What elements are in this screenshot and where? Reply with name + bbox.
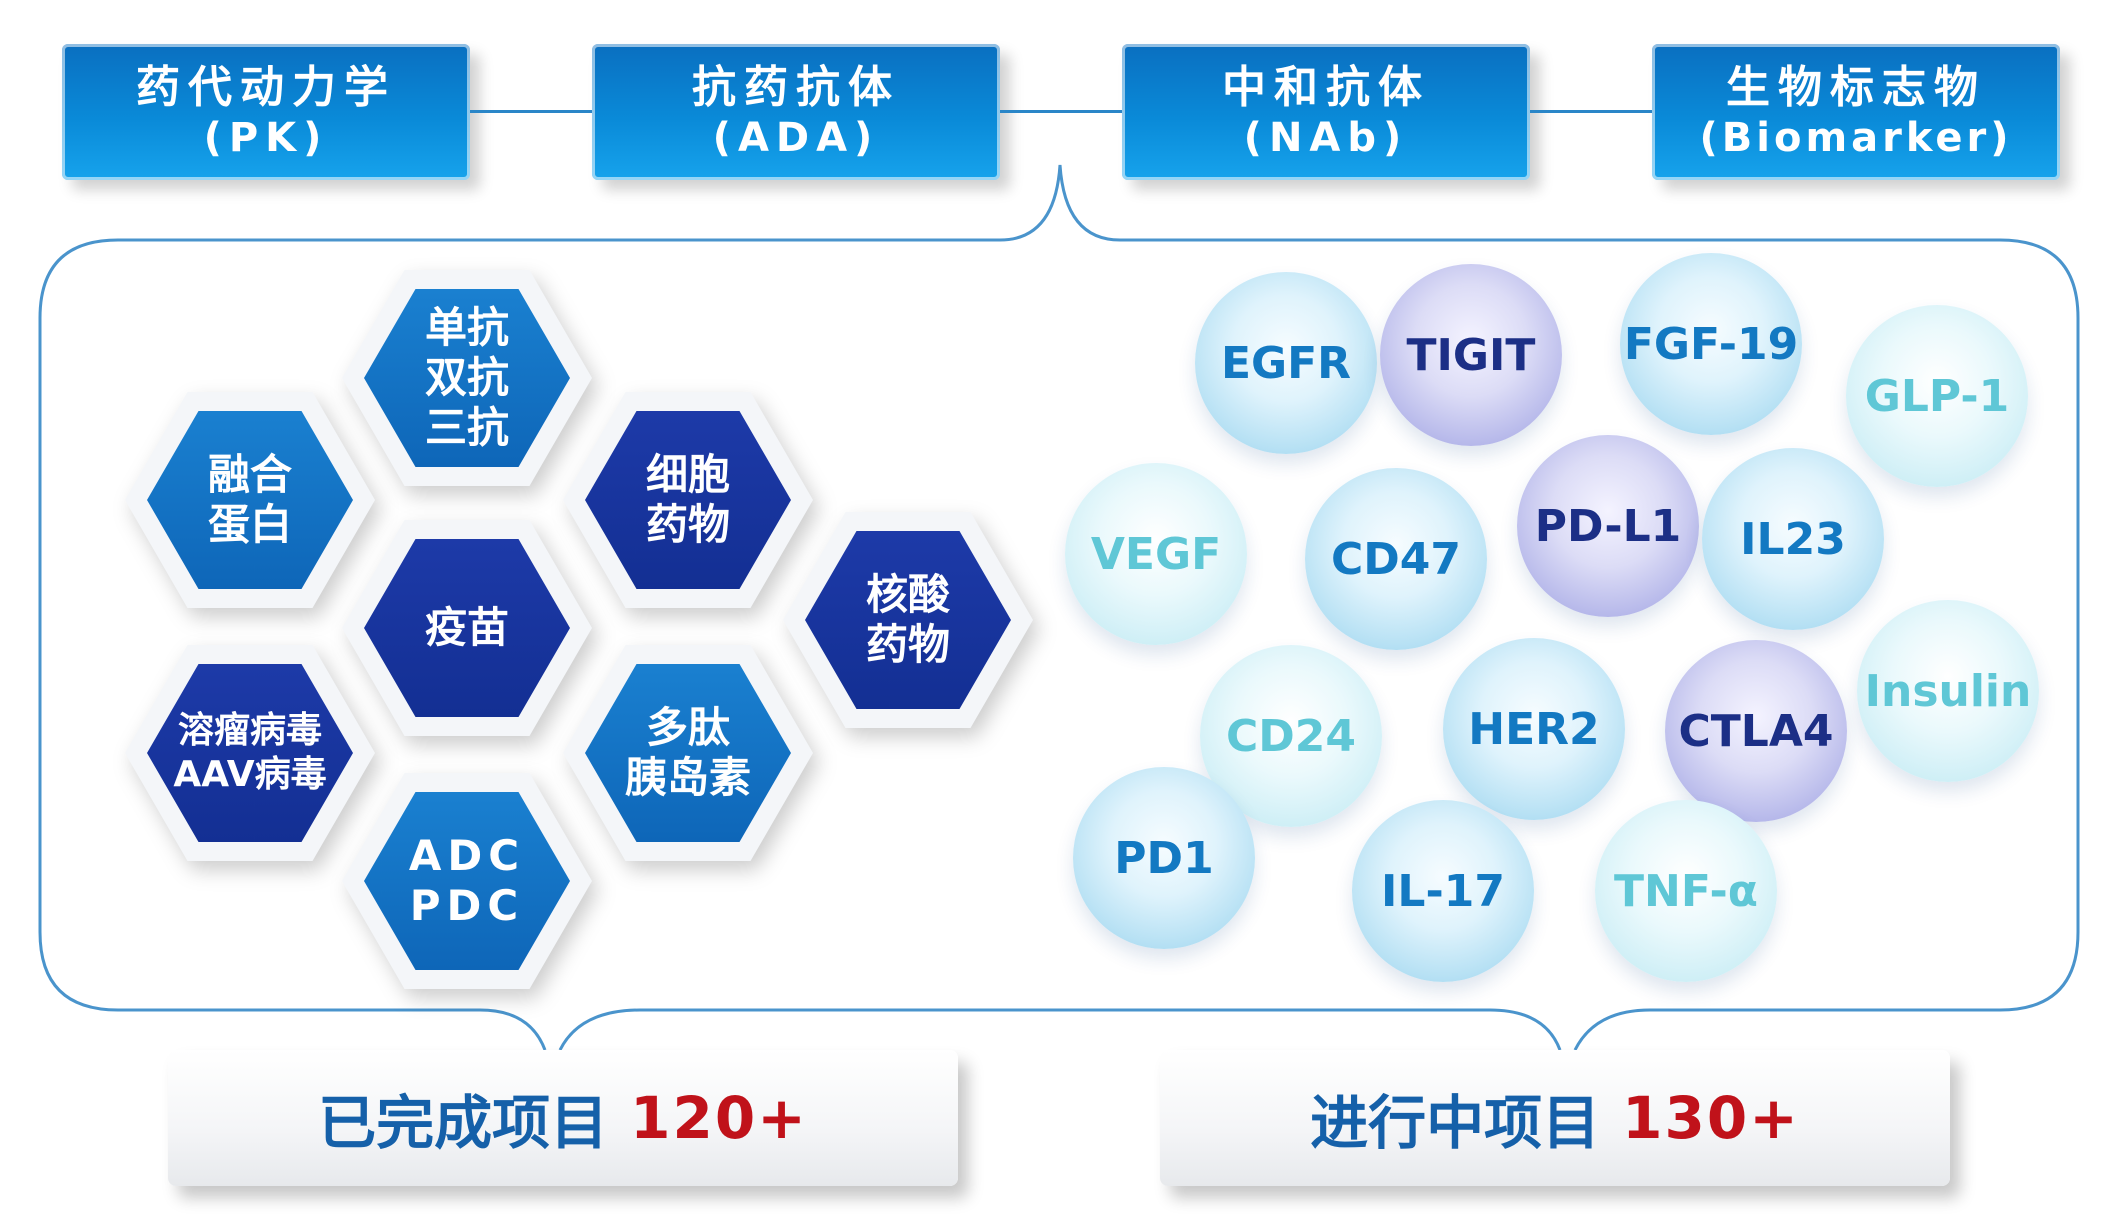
hex-label: AAV病毒 <box>173 754 327 795</box>
hex-adc-pdc: ADC PDC <box>342 773 592 989</box>
category-biomarker-zh: 生物标志物 <box>1726 62 1986 113</box>
target-bubble-cd47: CD47 <box>1305 468 1487 650</box>
hex-label: 药物 <box>865 620 950 669</box>
ongoing-projects-count: 130+ <box>1622 1084 1800 1152</box>
hex-label: ADC <box>408 831 526 880</box>
target-bubble-her2: HER2 <box>1443 638 1625 820</box>
hex-label: 单抗 <box>424 303 509 352</box>
category-ada-en: (ADA) <box>712 115 880 161</box>
hex-label: 三抗 <box>424 403 509 452</box>
hex-label: 胰岛素 <box>624 753 751 802</box>
category-ada: 抗药抗体 (ADA) <box>592 44 1000 180</box>
hex-nucleic-acid: 核酸 药物 <box>783 512 1033 728</box>
top-bracket-line <box>38 164 2080 319</box>
target-bubble-il23: IL23 <box>1702 448 1884 630</box>
category-nab-zh: 中和抗体 <box>1222 62 1430 113</box>
hex-label: 溶瘤病毒 <box>177 710 322 751</box>
category-pk: 药代动力学 (PK) <box>62 44 470 180</box>
category-biomarker-en: (Biomarker) <box>1699 115 2013 161</box>
hex-label: 核酸 <box>865 570 950 619</box>
connector-line <box>1000 110 1122 113</box>
target-bubble-fgf19: FGF-19 <box>1620 253 1802 435</box>
hex-peptide-insulin: 多肽 胰岛素 <box>563 645 813 861</box>
hex-vaccine: 疫苗 <box>342 520 592 736</box>
hex-label: 疫苗 <box>424 603 509 652</box>
hex-label: 融合 <box>207 450 292 499</box>
completed-projects-box: 已完成项目 120+ <box>168 1050 958 1186</box>
hex-label: 蛋白 <box>207 500 292 549</box>
connector-line <box>470 110 592 113</box>
target-bubble-il17: IL-17 <box>1352 800 1534 982</box>
category-nab-en: (NAb) <box>1243 115 1409 161</box>
target-bubble-tigit: TIGIT <box>1380 264 1562 446</box>
target-bubble-pd1: PD1 <box>1073 767 1255 949</box>
target-bubble-pdl1: PD-L1 <box>1517 435 1699 617</box>
category-nab: 中和抗体 (NAb) <box>1122 44 1530 180</box>
hex-antibodies: 单抗 双抗 三抗 <box>342 270 592 486</box>
category-pk-en: (PK) <box>203 115 329 161</box>
hex-viral-vectors: 溶瘤病毒 AAV病毒 <box>125 645 375 861</box>
target-bubble-insulin: Insulin <box>1857 600 2039 782</box>
ongoing-projects-box: 进行中项目 130+ <box>1160 1050 1950 1186</box>
target-bubble-egfr: EGFR <box>1195 272 1377 454</box>
hex-label: 药物 <box>645 500 730 549</box>
category-ada-zh: 抗药抗体 <box>692 62 900 113</box>
connector-line <box>1530 110 1652 113</box>
hex-label: PDC <box>409 881 525 930</box>
hex-label: 多肽 <box>645 703 730 752</box>
target-bubble-ctla4: CTLA4 <box>1665 640 1847 822</box>
hex-label: 细胞 <box>645 450 730 499</box>
category-biomarker: 生物标志物 (Biomarker) <box>1652 44 2060 180</box>
completed-projects-count: 120+ <box>630 1084 808 1152</box>
hex-label: 双抗 <box>424 353 509 402</box>
bottom-bracket-line <box>38 931 2080 1051</box>
completed-projects-label: 已完成项目 <box>318 1089 609 1157</box>
category-pk-zh: 药代动力学 <box>136 62 396 113</box>
hex-viral-vectors-fill: 溶瘤病毒 AAV病毒 <box>147 664 353 842</box>
hex-cell-therapy: 细胞 药物 <box>563 392 813 608</box>
target-bubble-vegf: VEGF <box>1065 463 1247 645</box>
hex-fusion-protein: 融合 蛋白 <box>125 392 375 608</box>
target-bubble-tnfa: TNF-α <box>1595 800 1777 982</box>
ongoing-projects-label: 进行中项目 <box>1310 1089 1601 1157</box>
target-bubble-glp1: GLP-1 <box>1846 305 2028 487</box>
